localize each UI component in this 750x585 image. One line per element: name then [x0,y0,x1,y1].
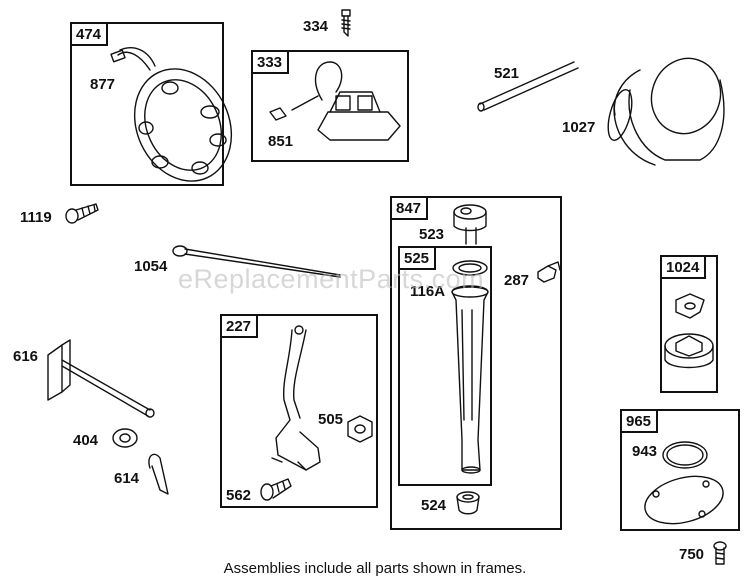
part-number-616: 616 [13,348,39,365]
part-number-943: 943 [632,443,658,460]
rod-521 [477,61,579,112]
washer-404 [112,428,138,448]
frame-1024: 1024 [660,255,718,393]
bracket-616 [47,339,155,418]
frame-label: 525 [400,248,437,270]
part-number-505: 505 [318,411,344,428]
frame-227: 227 [220,314,378,508]
part-number-750: 750 [679,546,705,563]
part-number-614: 614 [114,470,140,487]
screw-334 [341,9,351,37]
part-number-287: 287 [504,272,530,289]
part-number-523: 523 [419,226,445,243]
grommet-524 [456,491,480,515]
frame-label: 227 [222,316,259,338]
frame-965: 965 [620,409,740,531]
part-number-521: 521 [494,65,520,82]
dampener-1024 [664,293,714,369]
caption: Assemblies include all parts shown in fr… [223,560,527,577]
part-number-1027: 1027 [562,119,596,136]
oil-filter-1027 [607,57,725,166]
part-number-877: 877 [90,76,116,93]
part-number-404: 404 [73,432,99,449]
dipstick-tube-525 [451,285,489,474]
screw-750 [713,541,727,565]
frame-525: 525 [398,246,492,486]
frame-label: 474 [72,24,109,46]
ignition-armature-333 [269,61,401,141]
watermark: eReplacementParts.com [178,264,485,294]
frame-label: 965 [622,411,659,433]
frame-474: 474 [70,22,224,186]
screw-287 [537,261,561,283]
part-number-1054: 1054 [134,258,168,275]
frame-label: 847 [392,198,429,220]
screw-1119 [65,203,99,224]
frame-label: 333 [253,52,290,74]
part-number-562: 562 [226,487,252,504]
dipstick-cap-523 [453,204,487,245]
frame-333: 333 [251,50,409,162]
part-number-116a: 116A [410,283,446,300]
part-number-851: 851 [268,133,294,150]
hairpin-clip-614 [148,453,169,495]
o-ring-116a [452,260,488,276]
bolt-562 [260,478,292,501]
cover-plate-965 [644,441,724,525]
frame-847: 847 [390,196,562,530]
part-number-1119: 1119 [20,209,52,226]
cable-tie-1054 [172,245,341,278]
part-number-524: 524 [421,497,447,514]
governor-lever-227 [271,325,321,471]
frame-label: 1024 [662,257,707,279]
nut-505 [347,415,373,443]
part-number-334: 334 [303,18,329,35]
stator-ring-474 [110,47,233,182]
